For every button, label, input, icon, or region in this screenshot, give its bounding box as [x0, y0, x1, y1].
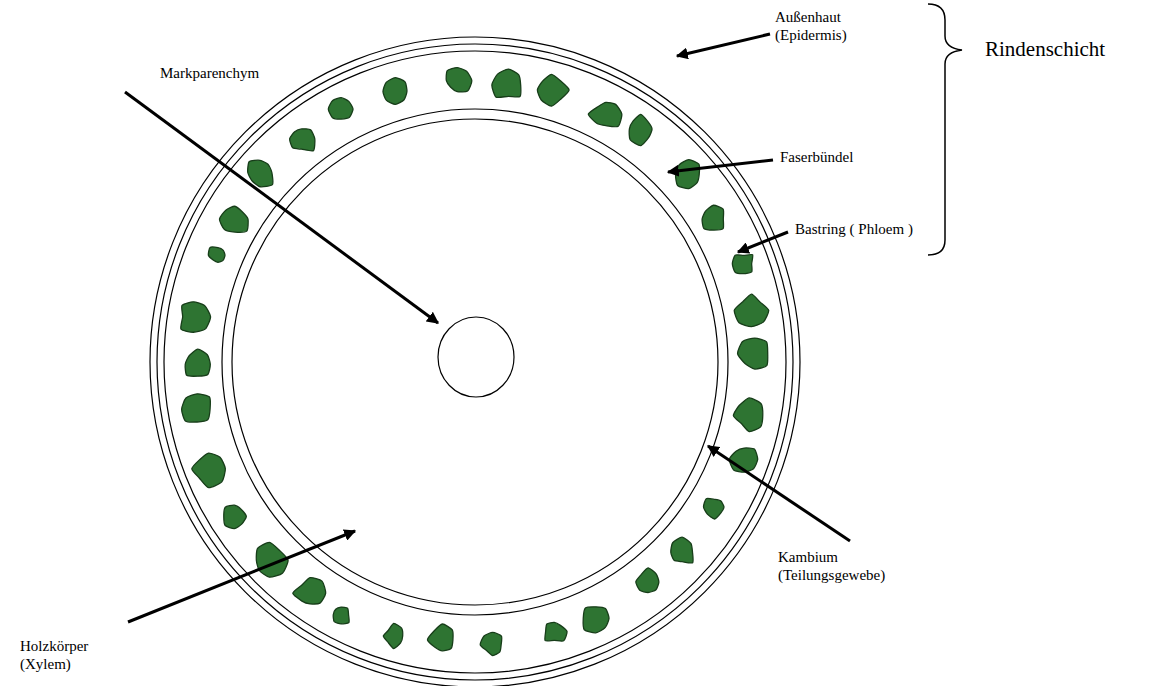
fiber-bundle: [629, 114, 652, 145]
fiber-bundle: [583, 607, 609, 633]
fiber-bundle: [545, 622, 567, 641]
part-label: Holzkörper (Xylem): [20, 637, 102, 673]
part-label: Faserbündel: [780, 148, 853, 166]
fiber-bundle: [208, 247, 225, 262]
fiber-bundle: [734, 294, 768, 326]
fiber-bundle: [383, 623, 402, 648]
fiber-bundle: [588, 102, 622, 126]
fiber-bundle: [383, 78, 407, 105]
fiber-bundle: [181, 302, 211, 332]
leader-line: [738, 232, 788, 252]
leader-line: [668, 160, 773, 172]
part-label: Markparenchym: [160, 64, 259, 82]
stem-rings: [150, 37, 800, 686]
fiber-bundle: [733, 398, 762, 432]
fiber-bundle: [636, 568, 659, 593]
fiber-bundle: [492, 69, 521, 97]
group-label: Rindenschicht: [985, 36, 1105, 62]
fiber-bundle: [671, 537, 693, 563]
fiber-bundle: [446, 68, 472, 92]
leader-line: [677, 34, 770, 56]
fiber-bundle: [676, 160, 700, 189]
part-label: Außenhaut (Epidermis): [775, 8, 860, 44]
fiber-bundle: [219, 206, 248, 232]
epidermis-ring: [164, 51, 786, 673]
fiber-bundle: [732, 254, 752, 273]
fiber-bundle: [333, 607, 349, 624]
fiber-bundle: [224, 505, 247, 528]
fiber-bundle: [293, 578, 326, 604]
fiber-bundle: [328, 98, 353, 119]
pith-circle: [438, 317, 514, 397]
fiber-bundle: [738, 338, 768, 369]
fiber-bundle: [702, 205, 724, 230]
curly-brace: [928, 4, 962, 255]
leader-lines: [125, 34, 850, 622]
fiber-bundle: [192, 453, 226, 488]
fiber-bundles: [181, 68, 769, 656]
fiber-bundle: [427, 624, 453, 651]
outer-ring: [150, 37, 800, 686]
leader-line: [125, 92, 438, 323]
fiber-bundle: [290, 129, 315, 151]
leader-line: [128, 531, 355, 622]
cambium-ring: [222, 109, 728, 615]
epidermis-ring: [157, 44, 793, 680]
fiber-bundle: [248, 160, 273, 187]
part-label: Kambium (Teilungsgewebe): [778, 548, 900, 584]
fiber-bundle: [704, 498, 724, 519]
fiber-bundle: [480, 632, 502, 655]
leader-line: [708, 446, 850, 541]
part-label: Bastring ( Phloem ): [795, 220, 913, 238]
xylem-ring: [232, 119, 718, 605]
fiber-bundle: [537, 74, 569, 106]
fiber-bundle: [185, 349, 210, 376]
fiber-bundle: [182, 394, 211, 422]
